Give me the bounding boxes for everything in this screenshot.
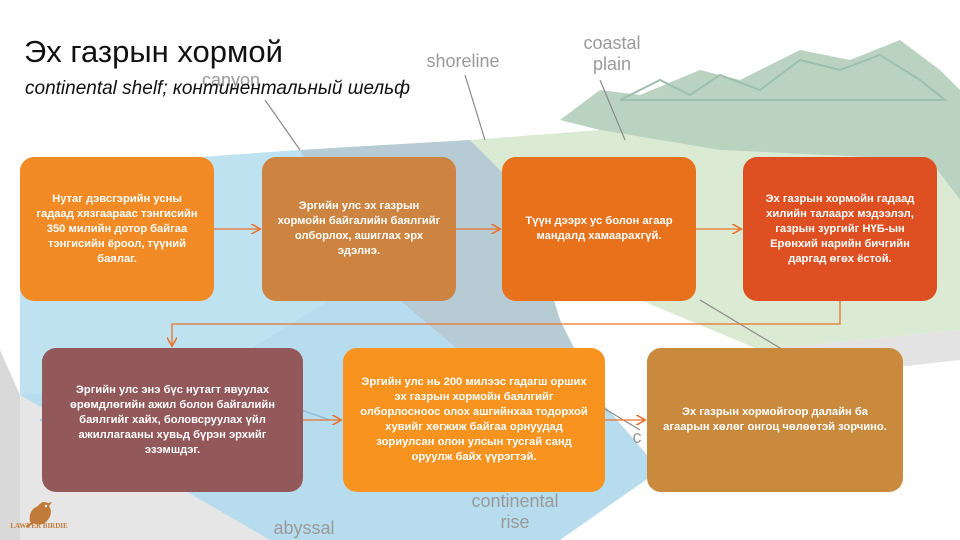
process-box-6-text: Эргийн улс нь 200 милээс гадагш орших эх… [360,376,588,463]
process-box-7: Эх газрын хормойгоор далайн ба агаарын х… [647,348,903,492]
process-box-4-text: Эх газрын хормойн гадаад хилийн талаарх … [765,192,915,265]
process-box-2-text: Эргийн улс эх газрын хормойн байгалийн б… [277,200,441,257]
abyssal-label: abyssal [273,518,335,538]
process-box-2: Эргийн улс эх газрын хормойн байгалийн б… [262,157,456,301]
page-title: Эх газрын хормой [24,34,283,69]
process-box-7-text: Эх газрын хормойгоор далайн ба агаарын х… [663,406,887,433]
logo-text: LAWYER BIRDIE [10,522,68,530]
page-subtitle: continental shelf; континентальный шельф [25,78,410,99]
process-box-1: Нутаг дэвсгэрийн усны гадаад хязгаараас … [20,157,214,301]
process-box-6: Эргийн улс нь 200 милээс гадагш орших эх… [343,348,605,492]
process-box-5: Эргийн улс энэ бүс нутагт явуулах өрөмдл… [42,348,303,492]
partial-c-label: c [632,427,642,447]
bird-icon [25,502,52,528]
process-box-5-text: Эргийн улс энэ бүс нутагт явуулах өрөмдл… [70,383,275,456]
process-box-3-text: Түүн дээрх ус болон агаар мандалд хамаар… [525,215,673,242]
process-box-3: Түүн дээрх ус болон агаар мандалд хамаар… [502,157,696,301]
coastal-plain-label: coastal plain [583,33,641,74]
canyon-label: canyon [201,70,261,90]
shoreline-label: shoreline [426,51,500,71]
process-box-4: Эх газрын хормойн гадаад хилийн талаарх … [743,157,937,301]
process-box-1-text: Нутаг дэвсгэрийн усны гадаад хязгаараас … [36,192,198,265]
continental-rise-label: continental rise [471,491,559,532]
